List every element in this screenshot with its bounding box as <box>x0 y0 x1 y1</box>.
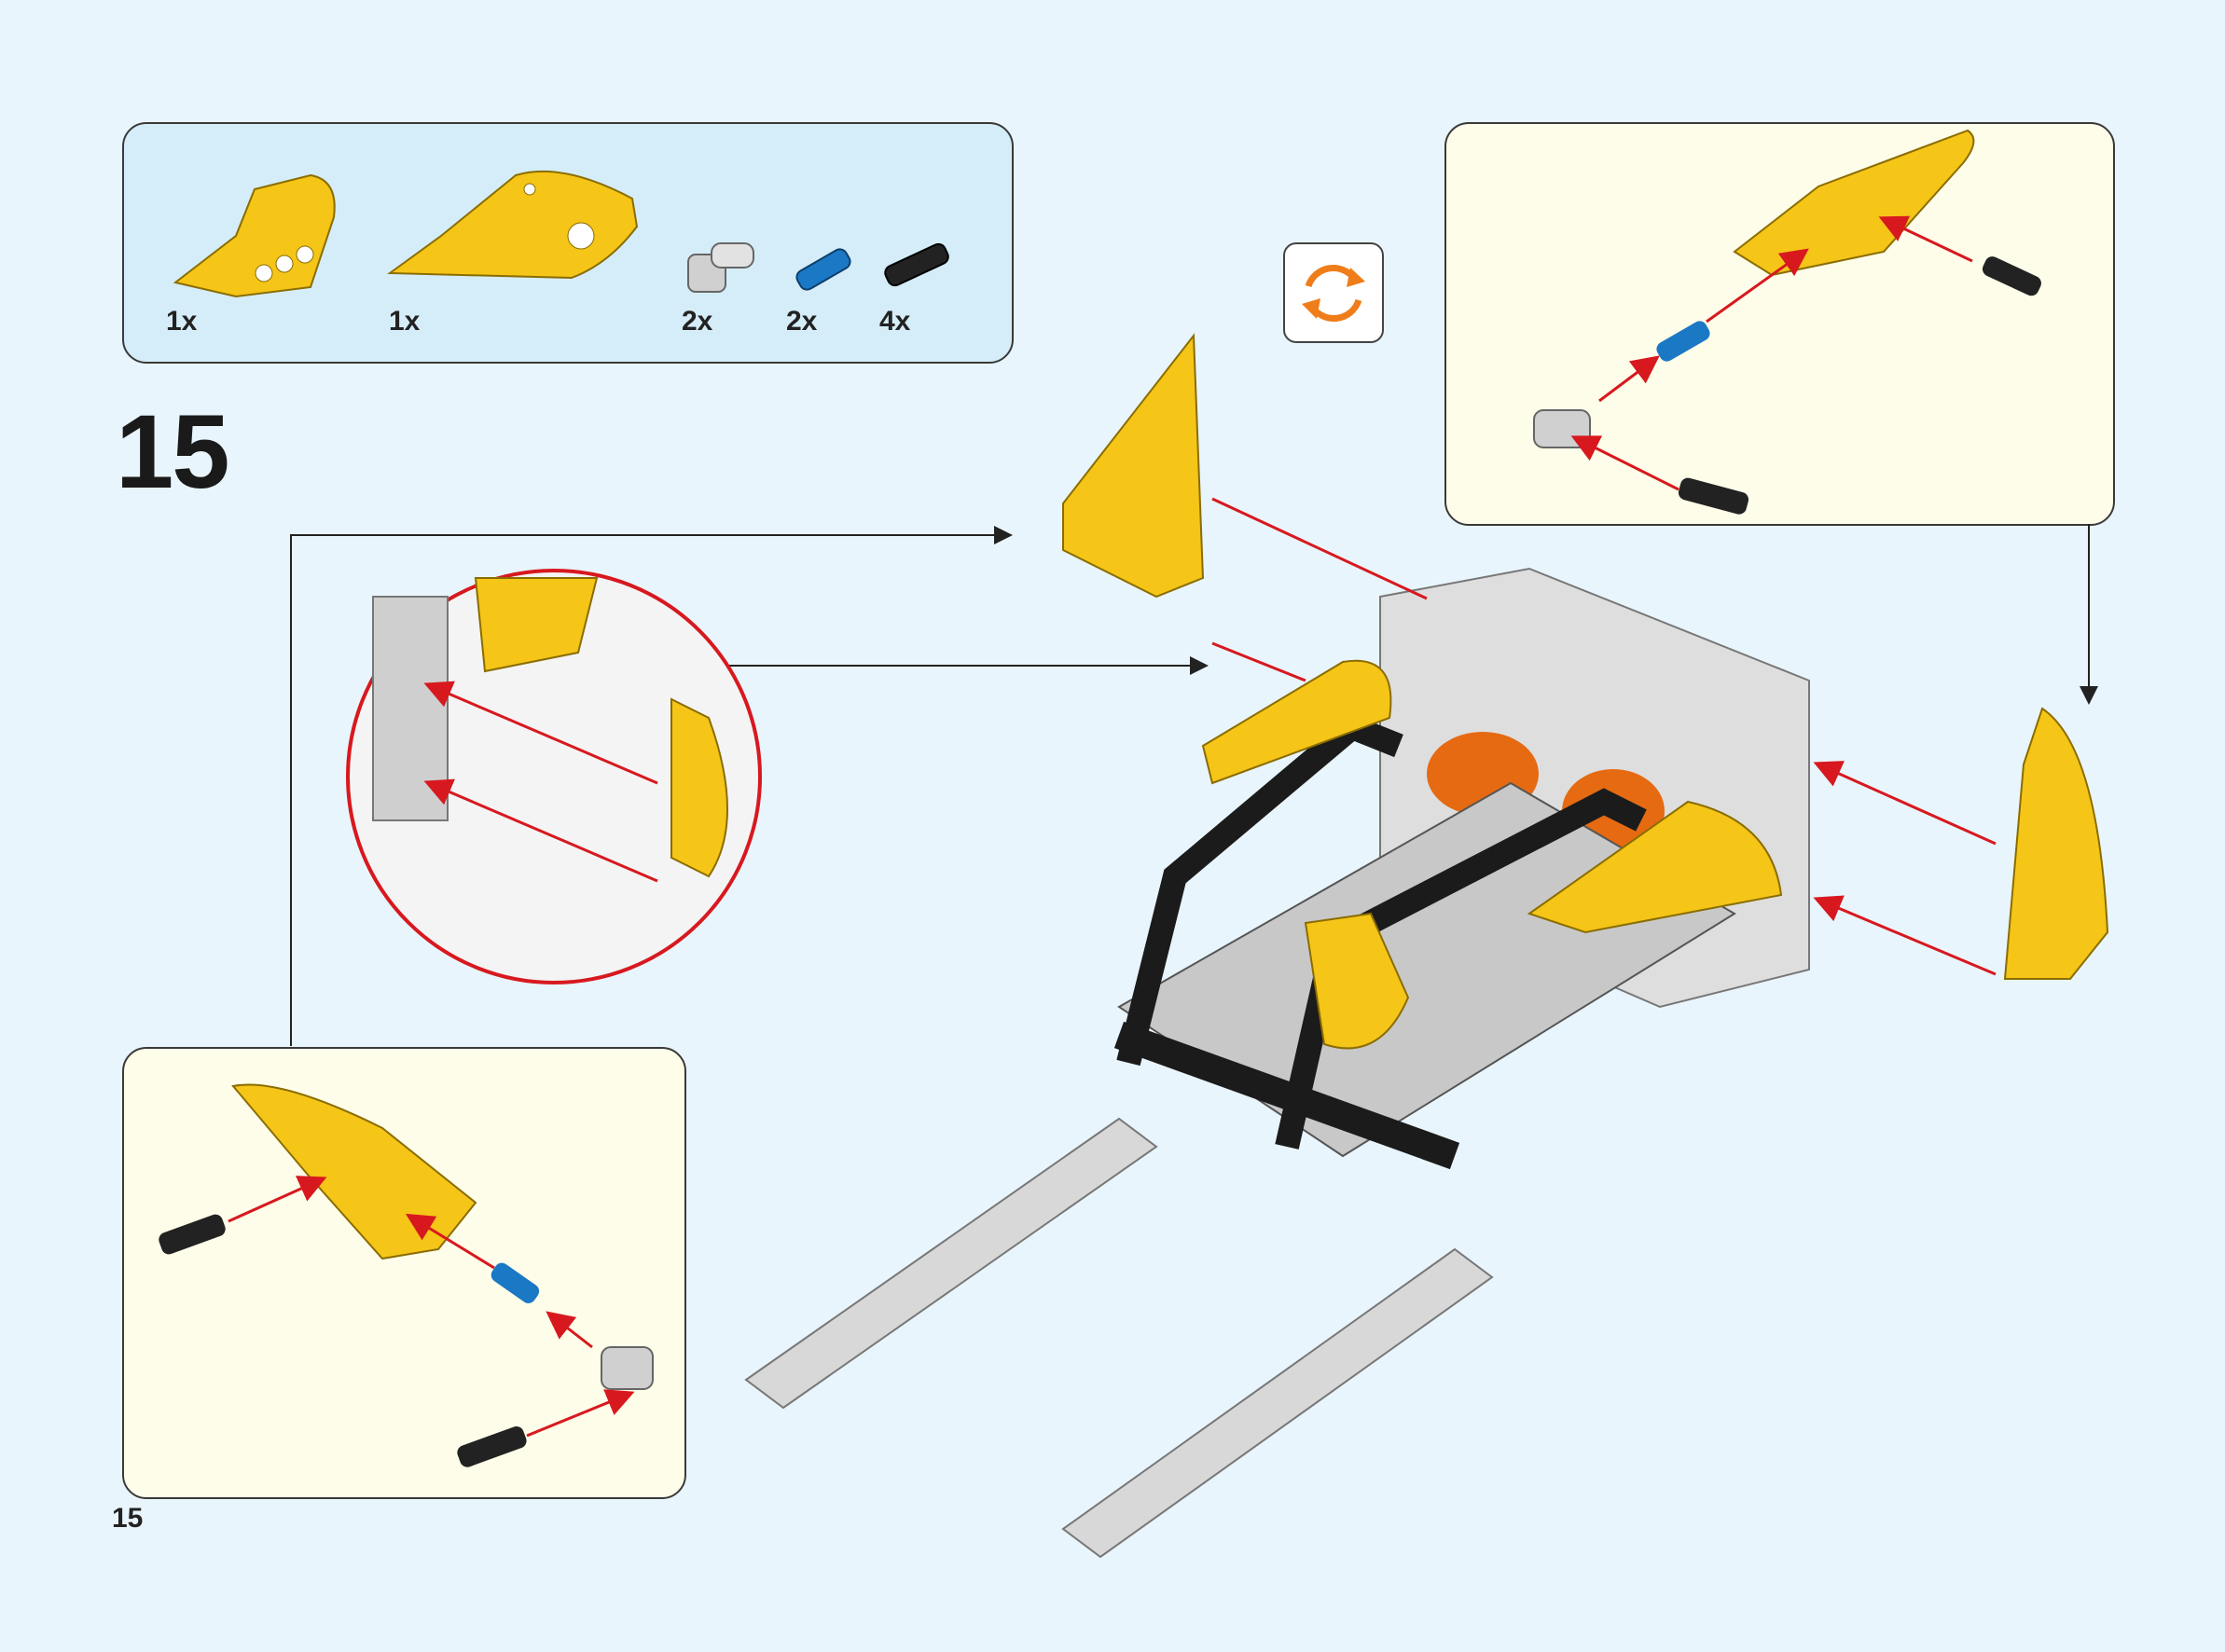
yellow-panel-large-icon <box>387 170 639 280</box>
subassembly-top-right <box>1444 122 2115 526</box>
part-qty: 1x <box>389 306 421 337</box>
black-pin-icon <box>884 242 949 287</box>
flow-arrow <box>290 526 1013 1046</box>
subassembly-bottom-left <box>122 1047 686 1499</box>
part-qty: 2x <box>786 306 818 337</box>
page-number: 15 <box>112 1503 144 1534</box>
part-qty: 4x <box>879 306 911 337</box>
parts-list-box: 1x 1x 2x 2x 4x <box>122 122 1014 364</box>
detail-callout <box>346 569 762 984</box>
yellow-panel-small-icon <box>173 173 336 298</box>
blue-pin-icon <box>795 248 851 291</box>
subassembly-bottom-parts <box>159 1083 654 1467</box>
step-number: 15 <box>116 393 230 510</box>
rotate-model-icon <box>1283 242 1384 343</box>
part-qty: 2x <box>682 306 713 337</box>
subassembly-top-parts <box>1533 129 2041 515</box>
part-qty: 1x <box>166 306 198 337</box>
main-model <box>744 333 2109 1559</box>
parts-illustrations <box>173 170 949 298</box>
gray-connector-icon <box>687 242 754 293</box>
